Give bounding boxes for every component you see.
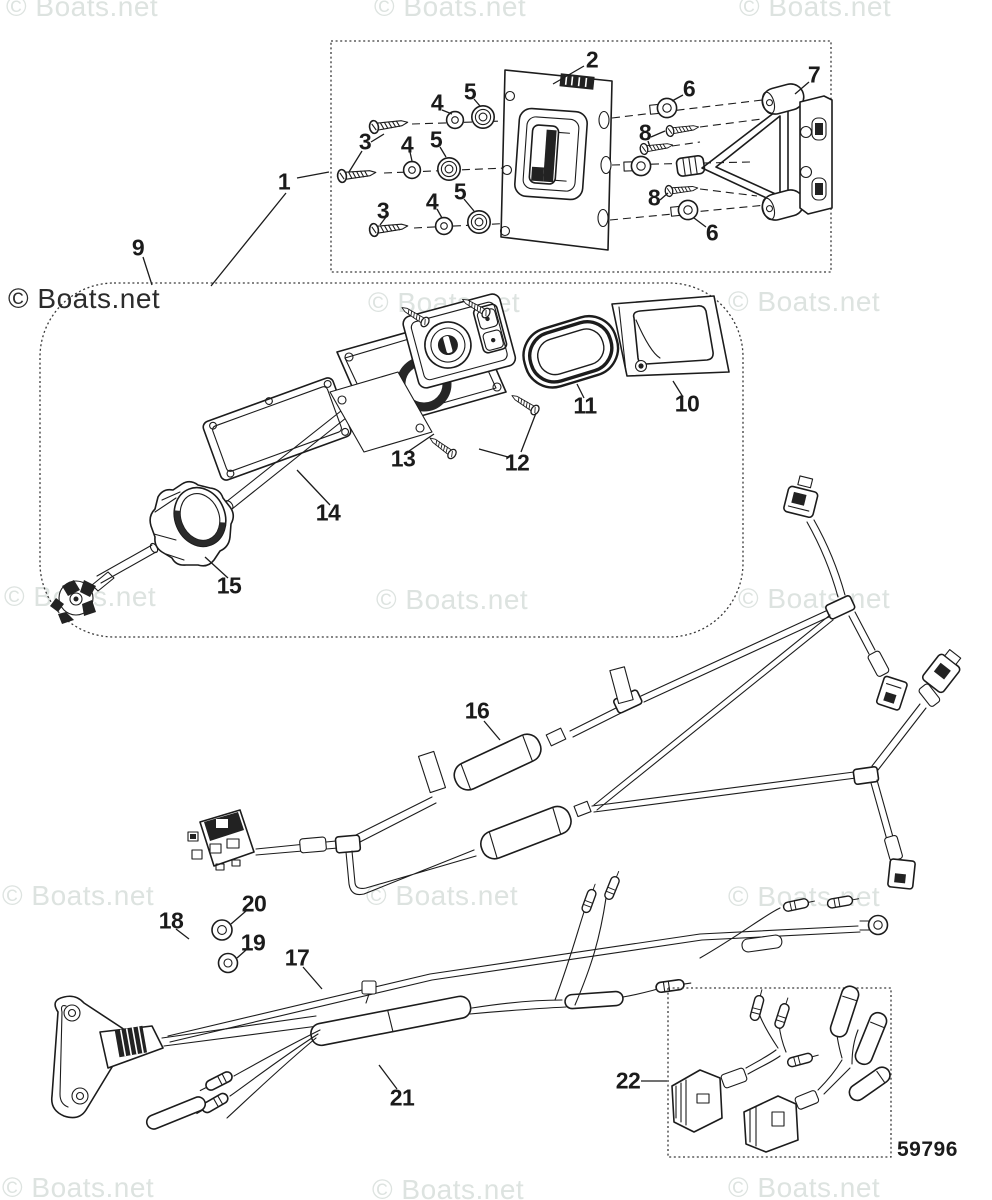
callout-22: 22 <box>615 1067 641 1094</box>
latch <box>514 107 588 201</box>
harness-connector <box>875 675 908 711</box>
callout-5a: 5 <box>463 78 477 105</box>
callout-4c: 4 <box>425 188 439 215</box>
watermark: © Boats.net <box>738 583 891 614</box>
callout-4a: 4 <box>430 89 444 116</box>
washer-20 <box>211 919 233 941</box>
watermark: © Boats.net <box>728 1172 881 1200</box>
callout-13: 13 <box>390 445 416 472</box>
mounting-plate <box>499 69 613 251</box>
knob <box>149 480 235 567</box>
callout-4b: 4 <box>400 131 414 158</box>
callout-17: 17 <box>284 944 310 971</box>
callout-1: 1 <box>277 168 291 195</box>
leader-lines <box>142 65 810 1090</box>
harness-21 <box>145 869 861 1130</box>
callout-5b: 5 <box>429 126 443 153</box>
callout-8b: 8 <box>647 184 661 211</box>
callout-9: 9 <box>131 234 145 261</box>
callout-6a: 6 <box>682 75 696 102</box>
trim-switch-connector <box>187 809 255 871</box>
adapter-box <box>667 985 892 1158</box>
callout-14: 14 <box>315 499 341 526</box>
callout-20: 20 <box>241 890 267 917</box>
cover <box>611 295 730 377</box>
main-harness <box>187 475 962 896</box>
watermark: © Boats.net <box>6 0 159 22</box>
callout-15: 15 <box>216 572 242 599</box>
screw-3 <box>336 115 410 238</box>
lanyard-assembly <box>50 995 319 1119</box>
callout-16: 16 <box>464 697 490 724</box>
gasket <box>202 377 352 481</box>
watermark: © Boats.net <box>2 1172 155 1200</box>
callout-8a: 8 <box>638 119 652 146</box>
fuse-sleeve-a <box>453 733 542 791</box>
seal <box>522 314 620 389</box>
callout-7: 7 <box>807 61 821 88</box>
watermark: © Boats.net <box>739 0 892 22</box>
callout-18: 18 <box>158 907 184 934</box>
watermark-dark: © Boats.net <box>8 283 161 314</box>
watermark: © Boats.net <box>728 286 881 317</box>
callout-2: 2 <box>585 46 599 73</box>
callout-3a: 3 <box>358 128 372 155</box>
callout-10: 10 <box>674 390 700 417</box>
watermark: © Boats.net <box>374 0 527 22</box>
stop-cable <box>167 914 889 1043</box>
adapter-right <box>743 985 891 1153</box>
watermark: © Boats.net <box>2 880 155 911</box>
bracket <box>701 83 833 221</box>
adapter-left <box>671 987 821 1133</box>
control-panel-box <box>39 282 744 638</box>
callout-11: 11 <box>573 392 597 419</box>
panel-assembly <box>329 293 517 453</box>
callout-21: 21 <box>389 1084 415 1111</box>
callout-3b: 3 <box>376 197 390 224</box>
shaft-connector <box>50 571 115 624</box>
bracket-kit-box <box>330 40 833 273</box>
harness-connector <box>921 648 962 694</box>
watermark: © Boats.net <box>372 1174 525 1200</box>
fuse-sleeve-b <box>480 805 572 860</box>
callout-6b: 6 <box>705 219 719 246</box>
pivot-bushing <box>675 154 706 177</box>
watermark: © Boats.net <box>366 880 519 911</box>
callout-19: 19 <box>240 929 266 956</box>
shaft-tube <box>96 387 377 584</box>
washer-19 <box>217 952 239 974</box>
harness-connector <box>887 858 916 890</box>
callout-12: 12 <box>504 449 530 476</box>
harness-connector <box>783 475 819 519</box>
drawing-number: 59796 <box>897 1138 958 1161</box>
callout-5c: 5 <box>453 178 467 205</box>
watermark: © Boats.net <box>376 584 529 615</box>
